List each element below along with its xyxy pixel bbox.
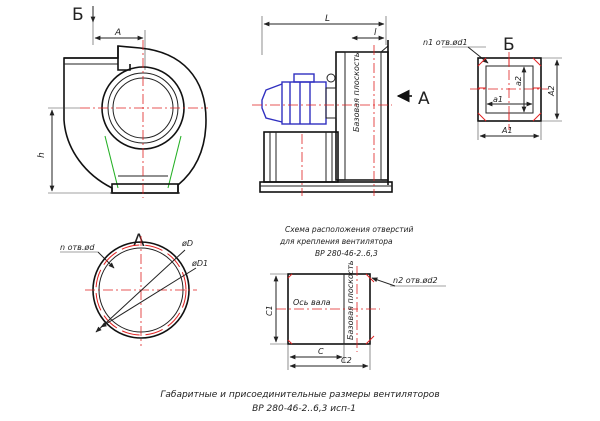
mount-base-plane-label: Базовая плоскость: [346, 260, 355, 340]
dim-L-label: L: [325, 14, 330, 24]
dim-A2-label: A2: [547, 85, 556, 97]
outlet-flange-outer: [477, 57, 542, 122]
footer-caption: Габаритные и присоединительные размеры в…: [160, 390, 439, 414]
volute-side: [335, 51, 389, 181]
inlet-view-title: А: [133, 231, 145, 251]
side-view-arrow-label: А: [418, 89, 430, 109]
inlet-flange-view: А n отв.ød øD øD1: [60, 231, 208, 346]
dim-h-label: h: [37, 152, 47, 158]
outlet-flange-inner: [485, 65, 534, 114]
outlet-flange-view: Б n1 отв.ød1 a1 a2 A1: [423, 35, 562, 140]
dim-l-label: l: [374, 28, 377, 38]
side-view: L l Базовая плоскость А: [252, 14, 430, 196]
mount-holes-label: n2 отв.ød2: [393, 276, 438, 285]
front-base: [111, 183, 179, 194]
dim-a1-label: a1: [493, 95, 503, 104]
volute-casing: [63, 45, 207, 194]
front-view-marker: Б: [72, 5, 84, 25]
mount-scheme: Схема расположения отверстий для креплен…: [265, 225, 446, 370]
dim-D-label: øD: [181, 239, 193, 248]
support-frame: [263, 131, 339, 183]
motor-body: [281, 81, 327, 125]
front-view: Б A h: [37, 5, 208, 198]
dim-C-label: C: [318, 347, 324, 356]
outlet-view-title: Б: [503, 35, 515, 55]
dim-C1-label: C1: [265, 305, 274, 316]
dim-A1-label: A1: [501, 126, 513, 135]
support-cone: [104, 135, 119, 189]
mount-bolt-holes: [287, 273, 375, 345]
footer-line2: ВР 280-46-2..6,3 исп-1: [252, 404, 356, 414]
mount-caption-line2: для крепления вентилятора: [279, 237, 393, 246]
outlet-bolt-holes: [477, 57, 542, 122]
dim-A-label: A: [114, 28, 121, 38]
dim-C2-label: C2: [341, 356, 352, 365]
dim-D1-label: øD1: [191, 259, 208, 268]
footer-line1: Габаритные и присоединительные размеры в…: [160, 390, 439, 400]
mount-caption-line1: Схема расположения отверстий: [285, 225, 413, 234]
mount-caption-line3: ВР 280-46-2..6,3: [315, 249, 378, 258]
side-base-plane-label: Базовая плоскость: [352, 52, 361, 132]
mount-shaft-axis-label: Ось вала: [293, 298, 331, 307]
dim-a2-label: a2: [514, 76, 523, 86]
inlet-holes-label: n отв.ød: [60, 243, 95, 252]
outlet-holes-label: n1 отв.ød1: [423, 38, 468, 47]
